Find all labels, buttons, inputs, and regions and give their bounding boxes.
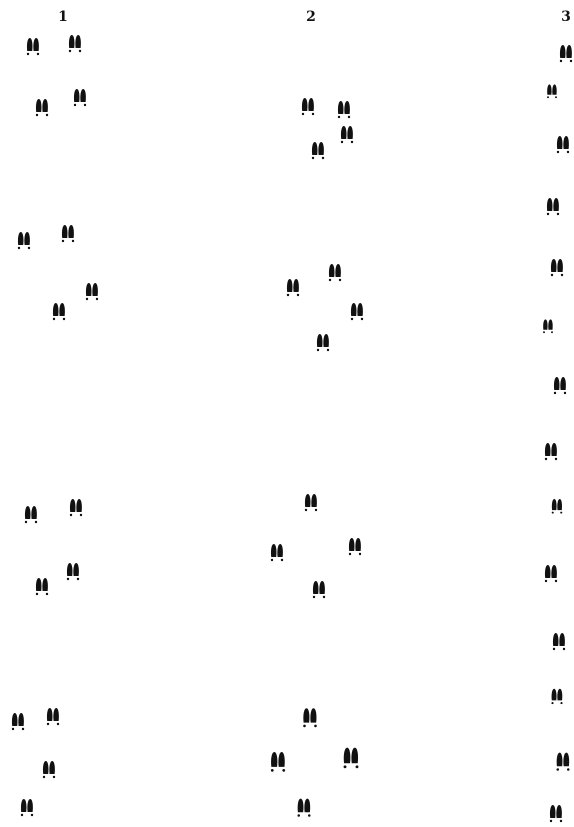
- hoof-print-col2: [312, 142, 324, 159]
- hoof-print-col1: [36, 99, 48, 116]
- hoof-print-col3: [545, 443, 557, 460]
- hoof-print-col3: [552, 499, 563, 514]
- hoof-print-col1: [27, 38, 39, 55]
- hoof-print-col2: [341, 126, 353, 143]
- hoof-print-col3: [556, 753, 569, 771]
- hoof-print-col2: [338, 101, 350, 118]
- hoof-print-col1: [86, 283, 98, 300]
- hoof-print-col1: [53, 303, 65, 320]
- hoof-print-col1: [18, 232, 30, 249]
- hoof-print-col1: [67, 563, 79, 580]
- hoof-print-col3: [551, 259, 563, 276]
- hoof-print-col1: [21, 799, 33, 816]
- hoof-print-col1: [69, 35, 81, 52]
- hoof-print-col1: [43, 761, 55, 778]
- hoof-print-col2: [329, 264, 341, 281]
- hoof-print-col2: [302, 98, 314, 115]
- hoof-print-col2: [317, 334, 329, 351]
- hoof-print-col2: [313, 581, 325, 598]
- hoof-print-col2: [297, 799, 310, 817]
- hoof-print-col2: [344, 748, 359, 769]
- hoof-print-col3: [545, 565, 557, 582]
- hoof-print-col1: [62, 225, 74, 242]
- hoof-print-col3: [543, 319, 553, 333]
- hoof-print-col1: [36, 578, 48, 595]
- hoof-print-col2: [303, 708, 317, 727]
- hoof-print-col3: [550, 805, 562, 822]
- hoof-print-col2: [305, 494, 317, 511]
- hoof-print-col1: [70, 499, 82, 516]
- hoof-print-col3: [553, 633, 565, 650]
- hoof-print-col1: [47, 708, 59, 725]
- hoof-print-col3: [554, 377, 566, 394]
- hoof-print-col1: [12, 713, 24, 730]
- hoof-print-col3: [547, 84, 557, 98]
- hoof-print-col2: [351, 303, 363, 320]
- hoof-print-col2: [349, 538, 361, 555]
- hoof-print-col2: [287, 279, 299, 296]
- hoof-print-col3: [547, 198, 559, 215]
- hoof-print-col3: [557, 136, 569, 153]
- hoof-print-col1: [25, 506, 37, 523]
- hoof-print-col2: [271, 544, 283, 561]
- hoof-print-col1: [74, 89, 86, 106]
- hoof-print-col2: [271, 752, 285, 772]
- hoof-print-col3: [551, 689, 562, 704]
- hoof-print-col3: [560, 45, 572, 62]
